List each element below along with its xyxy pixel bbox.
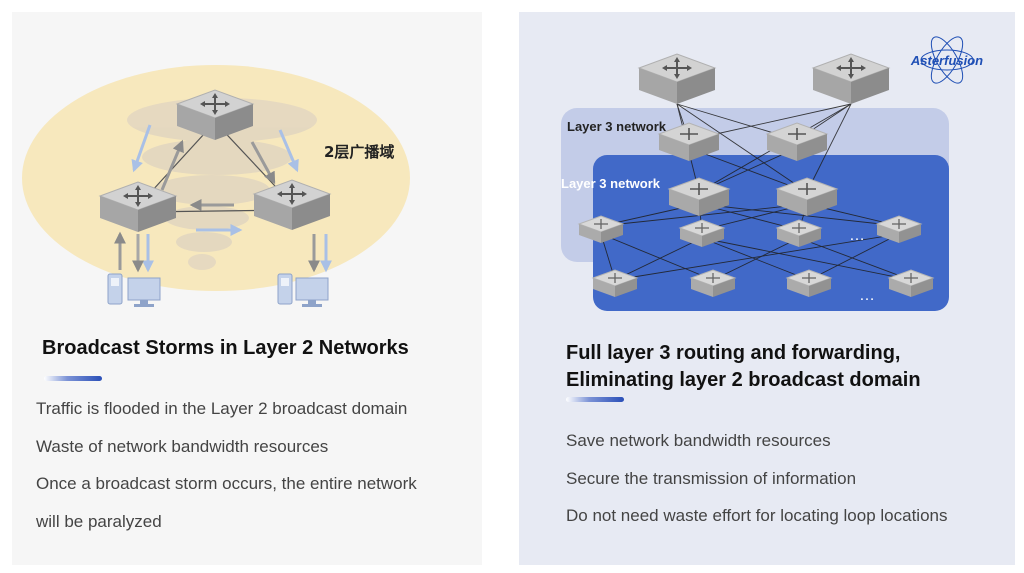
right-heading-underline bbox=[566, 397, 624, 402]
monitor-icon bbox=[295, 277, 329, 307]
right-bullet-list: Save network bandwidth resources Secure … bbox=[566, 422, 1006, 535]
left-heading: Broadcast Storms in Layer 2 Networks bbox=[42, 337, 409, 359]
list-item: Traffic is flooded in the Layer 2 broadc… bbox=[36, 399, 408, 418]
right-heading: Full layer 3 routing and forwarding, Eli… bbox=[566, 340, 921, 394]
list-item: Waste of network bandwidth resources bbox=[36, 436, 329, 456]
list-item: Save network bandwidth resources bbox=[566, 431, 831, 450]
switch-icon bbox=[638, 53, 716, 105]
broadcast-storm-diagram: 2层广播域 bbox=[22, 65, 410, 307]
logo-text: Asterfusion bbox=[910, 53, 983, 68]
list-item: Do not need waste effort for locating lo… bbox=[566, 506, 948, 525]
left-panel: 2层广播域 Broadcast Storms in Layer 2 Networ… bbox=[12, 12, 482, 565]
right-panel: Layer 3 network Layer 3 network … … Aste… bbox=[519, 12, 1015, 565]
inner-layer-label: Layer 3 network bbox=[561, 176, 661, 191]
right-heading-line1: Full layer 3 routing and forwarding, bbox=[566, 342, 901, 364]
phone-icon bbox=[277, 273, 293, 305]
layer3-network-diagram: Layer 3 network Layer 3 network … … Aste… bbox=[561, 36, 983, 311]
asterfusion-logo-icon bbox=[920, 36, 974, 84]
monitor-icon bbox=[127, 277, 161, 307]
phone-icon bbox=[107, 273, 123, 305]
list-item: Secure the transmission of information bbox=[566, 468, 857, 488]
right-heading-line2: Eliminating layer 2 broadcast domain bbox=[566, 369, 921, 391]
list-item: Once a broadcast storm occurs, the entir… bbox=[36, 474, 417, 493]
left-heading-underline bbox=[44, 376, 102, 381]
ellipsis-upper: … bbox=[849, 227, 865, 244]
ellipsis-lower: … bbox=[859, 287, 875, 304]
broadcast-domain-label: 2层广播域 bbox=[324, 143, 394, 161]
outer-layer-label: Layer 3 network bbox=[567, 119, 667, 134]
switch-icon bbox=[812, 53, 890, 105]
list-item: will be paralyzed bbox=[36, 511, 162, 531]
left-bullet-list: Traffic is flooded in the Layer 2 broadc… bbox=[36, 390, 476, 540]
